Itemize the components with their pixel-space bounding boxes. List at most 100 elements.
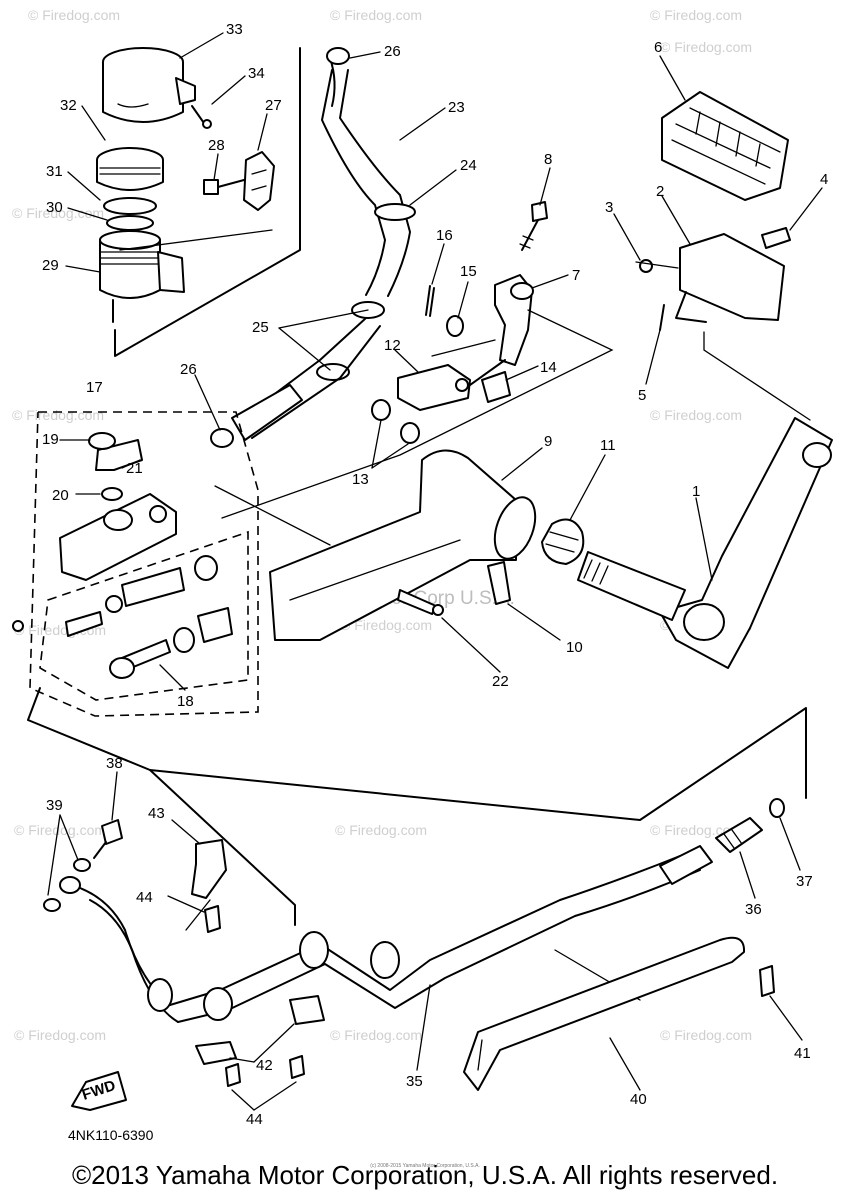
callout-19: 19 bbox=[42, 431, 59, 448]
nut-13b bbox=[400, 422, 420, 444]
callout-34: 34 bbox=[248, 65, 265, 82]
callout-18: 18 bbox=[177, 693, 194, 710]
callout-22: 22 bbox=[492, 673, 509, 690]
pedal-shaft bbox=[577, 551, 686, 621]
watermark: © Firedog.com bbox=[660, 39, 752, 55]
reservoir-assembly bbox=[96, 47, 301, 357]
callout-leaders bbox=[47, 32, 823, 1111]
diaphragm bbox=[106, 215, 154, 231]
callout-12: 12 bbox=[384, 337, 401, 354]
callout-4: 4 bbox=[820, 171, 828, 188]
callout-39: 39 bbox=[46, 797, 63, 814]
diagram-code: 4NK110-6390 bbox=[68, 1127, 154, 1143]
guard-40 bbox=[463, 936, 746, 1091]
watermark: © Firedog.com bbox=[12, 407, 104, 423]
callout-14: 14 bbox=[540, 359, 557, 376]
callout-15: 15 bbox=[460, 263, 477, 280]
washer-37 bbox=[769, 798, 785, 818]
callout-25: 25 bbox=[252, 319, 269, 336]
clevis-12 bbox=[397, 364, 471, 411]
copyright-notice: ©2013 Yamaha Motor Corporation, U.S.A. A… bbox=[71, 1160, 779, 1190]
bolt-44a bbox=[204, 905, 221, 933]
cotter-pin-16 bbox=[425, 285, 435, 317]
bolt-41 bbox=[759, 965, 775, 997]
callout-24: 24 bbox=[460, 157, 477, 174]
bolt-44b bbox=[225, 1063, 241, 1087]
pedal-plate-2 bbox=[679, 233, 785, 321]
reservoir-hose-group bbox=[210, 47, 416, 448]
clamp-42b bbox=[195, 1041, 237, 1065]
watermark: © Firedog.com bbox=[330, 7, 422, 23]
hose-ferrule bbox=[370, 941, 400, 979]
callout-10: 10 bbox=[566, 639, 583, 656]
watermark: © Firedog.com bbox=[650, 7, 742, 23]
bolt-38 bbox=[101, 819, 123, 845]
watermark: © Firedog.com bbox=[14, 822, 106, 838]
callout-9: 9 bbox=[544, 433, 552, 450]
clip-26-lower bbox=[210, 428, 234, 448]
callout-26-lower: 26 bbox=[180, 361, 197, 378]
callout-27: 27 bbox=[265, 97, 282, 114]
callout-5: 5 bbox=[638, 387, 646, 404]
watermark: © Firedog.com bbox=[330, 1027, 422, 1043]
callout-44-lower: 44 bbox=[246, 1111, 263, 1128]
bolt-22 bbox=[397, 589, 437, 615]
clamp-42a bbox=[289, 995, 325, 1025]
watermark: © Firedog.com bbox=[650, 822, 742, 838]
hose-section bbox=[231, 384, 303, 441]
watermark: © Firedog.com bbox=[14, 1027, 106, 1043]
watermark: © Firedog.com bbox=[335, 822, 427, 838]
master-cylinder-group bbox=[12, 411, 259, 717]
callout-6: 6 bbox=[654, 39, 662, 56]
hose-clamp-24 bbox=[374, 203, 416, 221]
watermark: © Firedog.com bbox=[28, 7, 120, 23]
callout-41: 41 bbox=[794, 1045, 811, 1062]
callout-23: 23 bbox=[448, 99, 465, 116]
watermark: © Firedog.com bbox=[340, 617, 432, 633]
callout-35: 35 bbox=[406, 1073, 423, 1090]
callout-44-upper: 44 bbox=[136, 889, 153, 906]
washer-15 bbox=[446, 315, 464, 337]
diaphragm-plate bbox=[103, 197, 157, 215]
boot bbox=[197, 607, 233, 643]
spring-kit bbox=[65, 611, 103, 637]
callout-29: 29 bbox=[42, 257, 59, 274]
callout-1: 1 bbox=[692, 483, 700, 500]
screw-34 bbox=[202, 119, 212, 129]
copyright-small: (c) 2008-2015 Yamaha Motor Corporation, … bbox=[370, 1163, 480, 1169]
pedal-linkage bbox=[221, 201, 614, 519]
pedal-pad-group bbox=[635, 91, 811, 421]
clip-26-upper bbox=[326, 47, 350, 65]
bolt-10 bbox=[487, 561, 511, 605]
bolt-4 bbox=[761, 227, 791, 249]
piston bbox=[121, 567, 185, 607]
watermark: © Firedog.com bbox=[650, 407, 742, 423]
callout-3: 3 bbox=[605, 199, 613, 216]
hose-fitting bbox=[659, 845, 713, 885]
callout-2: 2 bbox=[656, 183, 664, 200]
ring-19 bbox=[88, 432, 116, 450]
callout-16: 16 bbox=[436, 227, 453, 244]
watermark: © Firedog.com bbox=[660, 1027, 752, 1043]
fwd-arrow: FWD bbox=[71, 1071, 127, 1111]
callout-28: 28 bbox=[208, 137, 225, 154]
callout-40: 40 bbox=[630, 1091, 647, 1108]
washer-39a bbox=[43, 898, 61, 912]
pin-5 bbox=[659, 304, 665, 331]
fitting-36 bbox=[715, 817, 763, 853]
callout-17: 17 bbox=[86, 379, 103, 396]
bracket-27 bbox=[243, 151, 275, 211]
bolt-44c bbox=[289, 1055, 305, 1079]
brake-pedal-group bbox=[269, 417, 833, 669]
callout-21: 21 bbox=[126, 460, 143, 477]
callout-31: 31 bbox=[46, 163, 63, 180]
pin-14 bbox=[481, 371, 511, 403]
callout-8: 8 bbox=[544, 151, 552, 168]
callout-32: 32 bbox=[60, 97, 77, 114]
callout-26-upper: 26 bbox=[384, 43, 401, 60]
pedal-rubber-6 bbox=[661, 91, 789, 201]
callout-11: 11 bbox=[600, 437, 616, 454]
bolt-28 bbox=[203, 179, 219, 195]
